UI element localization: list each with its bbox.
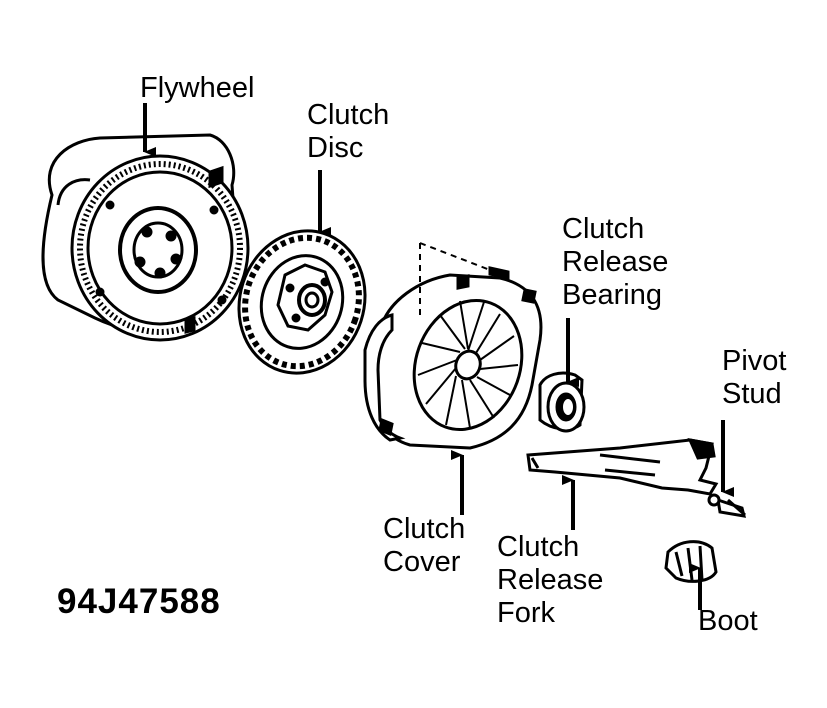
pivot-stud-part [709, 495, 745, 516]
figure-code: 94J47588 [57, 582, 221, 621]
release-fork-part [528, 440, 716, 494]
flywheel-part [43, 135, 248, 340]
clutch-cover-part [365, 243, 541, 448]
clutch-disc-label: Clutch Disc [307, 99, 389, 165]
release-fork-label-line2: Release [497, 564, 604, 596]
release-bearing-label-line1: Clutch [562, 213, 645, 245]
boot-part [666, 542, 716, 582]
release-fork-label-line1: Clutch [497, 531, 580, 563]
clutch-cover-label-line1: Clutch [383, 513, 466, 545]
pivot-stud-label-line2: Stud [722, 378, 782, 410]
release-fork-label-line3: Fork [497, 597, 555, 629]
clutch-disc-label-line2: Disc [307, 132, 364, 164]
release-bearing-label: Clutch Release Bearing [562, 213, 668, 312]
release-bearing-label-line2: Release [562, 246, 669, 278]
flywheel-label: Flywheel [140, 72, 255, 104]
release-bearing-label-line3: Bearing [562, 279, 662, 311]
clutch-disc-part [221, 214, 383, 389]
clutch-cover-label: Clutch Cover [383, 513, 465, 579]
boot-label: Boot [698, 605, 758, 637]
clutch-disc-label-line1: Clutch [307, 99, 390, 131]
pivot-stud-label-line1: Pivot [722, 345, 787, 377]
leader-arrows [145, 103, 734, 610]
pivot-stud-label: Pivot Stud [722, 345, 786, 411]
release-fork-label: Clutch Release Fork [497, 531, 603, 630]
clutch-cover-label-line2: Cover [383, 546, 461, 578]
release-bearing-part [540, 373, 584, 431]
